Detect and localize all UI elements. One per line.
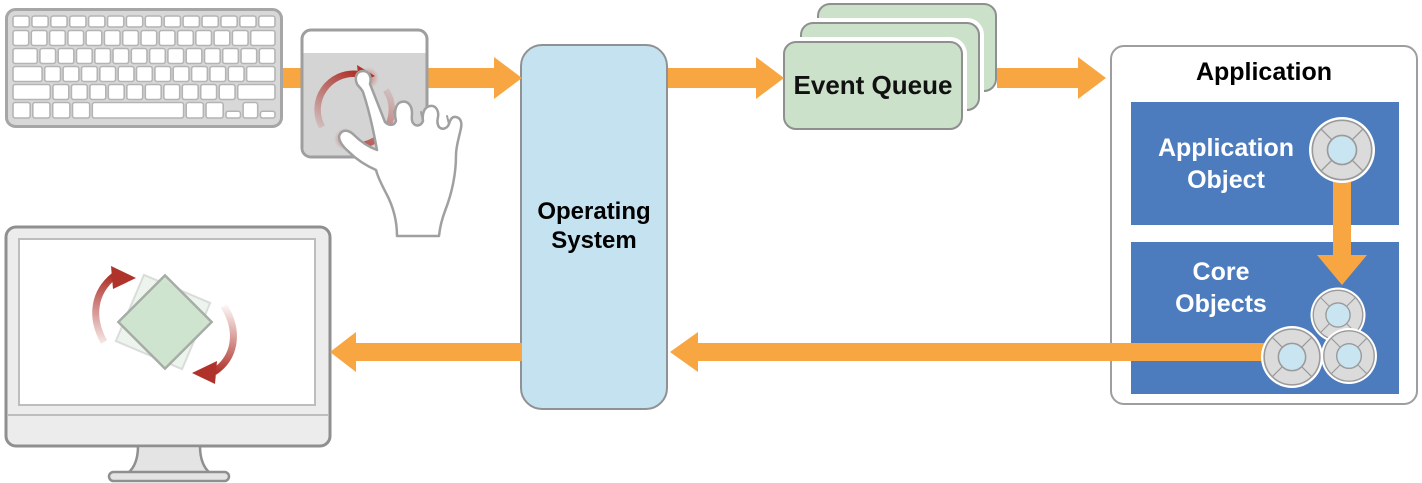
keyboard-keys bbox=[12, 15, 276, 119]
life-preserver-icon bbox=[1308, 116, 1376, 184]
display-icon bbox=[4, 225, 332, 483]
arrow-os-to-queue bbox=[668, 57, 784, 99]
event-queue-label: Event Queue bbox=[793, 70, 953, 100]
operating-system-label: Operating System bbox=[537, 198, 651, 254]
hand-icon bbox=[337, 69, 463, 238]
display-base bbox=[107, 470, 231, 483]
life-preserver-icon bbox=[1320, 327, 1378, 385]
arrow-os-to-display bbox=[330, 332, 522, 372]
operating-system-box: Operating System bbox=[520, 44, 668, 410]
core-objects-label: Core Objects bbox=[1175, 258, 1267, 318]
application-title: Application bbox=[1195, 58, 1333, 86]
life-preserver-icon bbox=[1260, 325, 1324, 389]
rotating-square-icon bbox=[114, 273, 214, 371]
arrow-queue-to-app bbox=[997, 57, 1106, 99]
trackpad-rotate-gesture-icon bbox=[300, 28, 463, 238]
application-object-label: Application Object bbox=[1157, 133, 1295, 194]
rotation-arrows-icon bbox=[92, 266, 237, 384]
event-queue-card-front: Event Queue bbox=[783, 41, 963, 130]
arrow-appobject-to-core bbox=[1317, 175, 1367, 285]
arrow-core-to-os bbox=[670, 332, 1318, 372]
keyboard-icon bbox=[5, 8, 283, 128]
